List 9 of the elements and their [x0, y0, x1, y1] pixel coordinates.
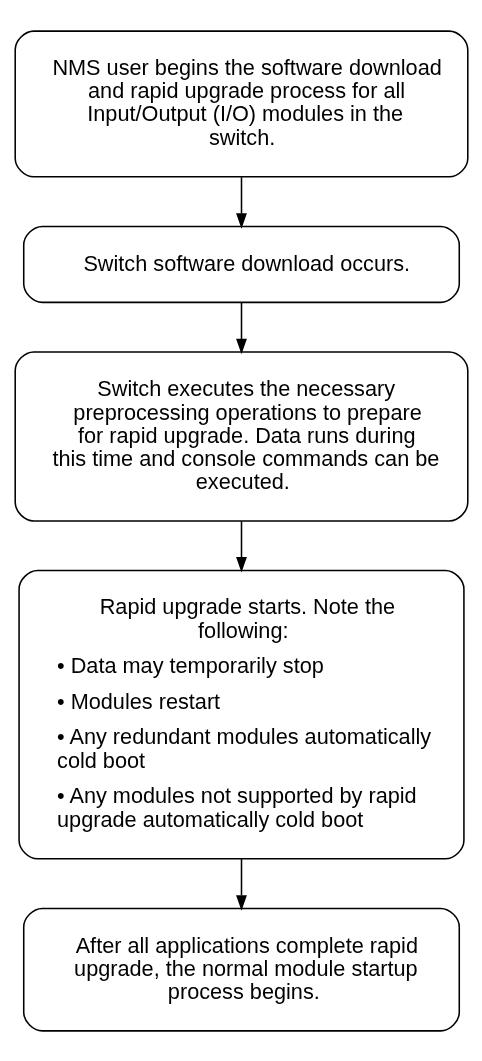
arrow: [235, 857, 247, 911]
node-box: After all applications complete rapid upgrade, the normal module startup process begins.: [22, 907, 460, 1032]
node-box: Switch software download occurs.: [22, 225, 460, 303]
arrow: [235, 176, 247, 229]
node-box: Rapid upgrade starts. Note the following: • Data may temporarily stop • Modules restart • Any redundant modules automatically cold boot • Any modules not supported by rapid upgrade automatically cold boot: [17, 569, 465, 860]
arrow: [235, 301, 247, 354]
arrow: [235, 520, 247, 572]
node-box: Switch executes the necessary preprocessing operations to prepare for rapid upgrade. Data runs during this time and console commands can be executed.: [13, 350, 469, 522]
node-box: NMS user begins the software download and rapid upgrade process for all Input/Output (I/O) modules in the switch.: [13, 29, 469, 178]
